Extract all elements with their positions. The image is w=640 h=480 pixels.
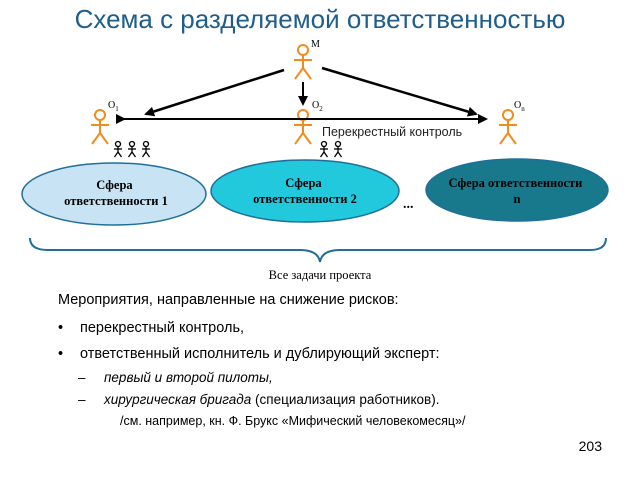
owner-label-2: O bbox=[312, 100, 319, 111]
responsibility-diagram: М O1 O2 On Перекрестный контроль Сфера о… bbox=[21, 39, 609, 282]
measures-heading: Мероприятия, направленные на снижение ри… bbox=[58, 292, 399, 308]
manager-figure bbox=[293, 44, 313, 80]
page-number: 203 bbox=[578, 438, 602, 454]
owner-figure-2 bbox=[293, 109, 313, 145]
sphere-n-line2: n bbox=[514, 192, 521, 206]
cross-control-label: Перекрестный контроль bbox=[322, 125, 462, 139]
svg-text:Сфера ответственности n: Сфера ответственности n bbox=[448, 176, 585, 206]
sphere-2-line2: ответственности 2 bbox=[253, 192, 357, 206]
owner-label-n: O bbox=[514, 100, 521, 111]
manager-label: М bbox=[311, 39, 320, 50]
bullet-item-2: • ответственный исполнитель и дублирующи… bbox=[58, 346, 440, 362]
sphere-2-line1: Сфера bbox=[285, 176, 322, 190]
dash-mark: – bbox=[78, 392, 86, 407]
workers-group-1 bbox=[113, 140, 151, 158]
owner-sub-n: n bbox=[521, 105, 525, 113]
sphere-ellipse-1 bbox=[21, 162, 207, 226]
svg-text:Сфера ответственности 1: Сфера ответственности 1 bbox=[64, 178, 168, 208]
bullet-dot: • bbox=[58, 346, 64, 362]
dash-mark: – bbox=[78, 370, 86, 385]
sphere-n-line1: Сфера ответственности bbox=[448, 176, 582, 190]
arrow-manager-to-on bbox=[321, 66, 478, 117]
workers-group-2 bbox=[319, 140, 343, 158]
sphere-ellipsis: ... bbox=[403, 197, 414, 212]
all-tasks-brace bbox=[29, 237, 607, 263]
svg-text:Сфера ответственности 2: Сфера ответственности 2 bbox=[253, 176, 357, 206]
owner-sub-2: 2 bbox=[319, 105, 323, 113]
bullet-item-1: • перекрестный контроль, bbox=[58, 320, 245, 336]
page-title: Схема с разделяемой ответственностью bbox=[74, 4, 566, 34]
owner-figure-1 bbox=[90, 109, 110, 145]
reference-note: /см. например, кн. Ф. Брукс «Мифический … bbox=[120, 414, 466, 428]
sphere-1-line2: ответственности 1 bbox=[64, 194, 168, 208]
dash-item-1: – первый и второй пилоты, bbox=[78, 370, 273, 385]
owner-sub-1: 1 bbox=[115, 105, 119, 113]
owner-figure-n bbox=[498, 109, 518, 145]
svg-text:On: On bbox=[514, 100, 525, 113]
bullet-dot: • bbox=[58, 320, 64, 336]
dash-item-2: – хирургическая бригада (специализация р… bbox=[78, 392, 440, 407]
sphere-1-line1: Сфера bbox=[96, 178, 133, 192]
sphere-ellipse-2 bbox=[210, 159, 400, 223]
arrow-manager-to-o1 bbox=[144, 68, 285, 117]
svg-text:O1: O1 bbox=[108, 100, 119, 113]
sphere-ellipse-n bbox=[425, 158, 609, 222]
all-tasks-label: Все задачи проекта bbox=[269, 268, 372, 282]
owner-label-1: O bbox=[108, 100, 115, 111]
svg-text:O2: O2 bbox=[312, 100, 323, 113]
